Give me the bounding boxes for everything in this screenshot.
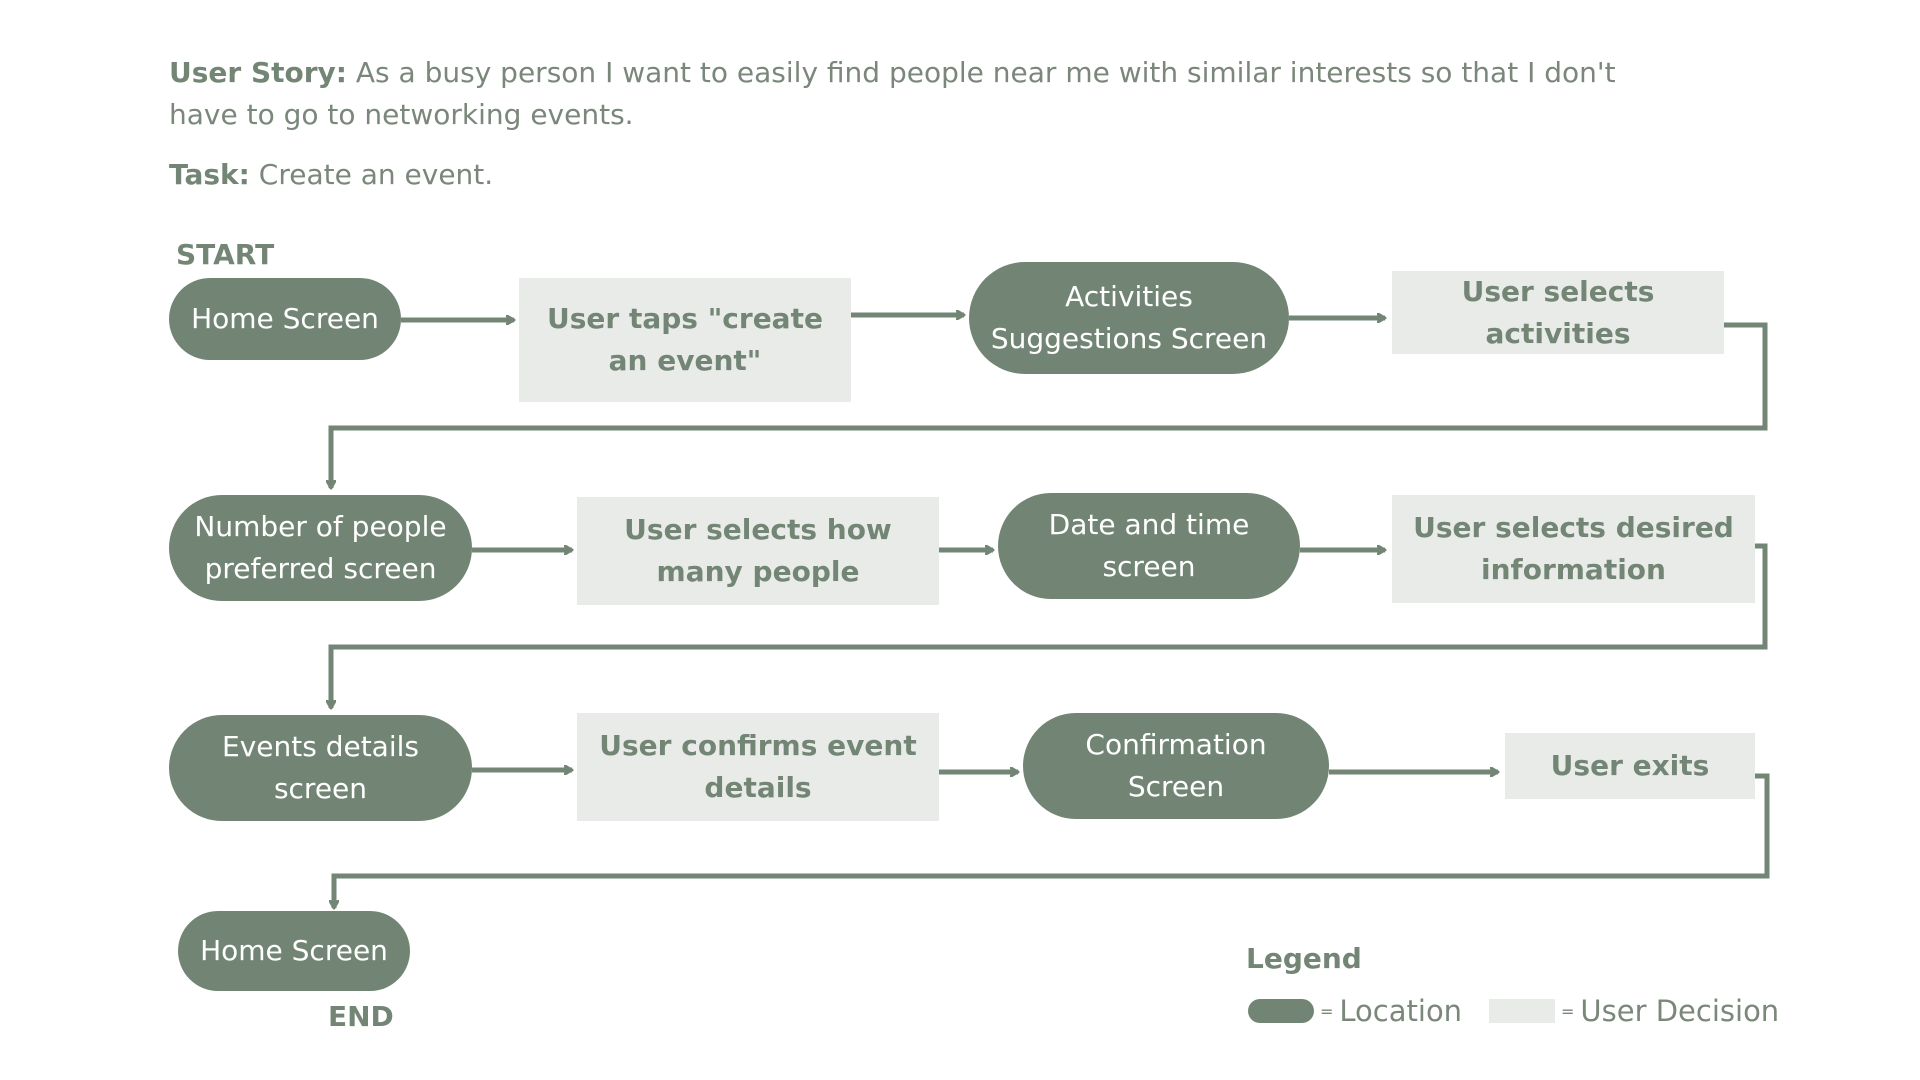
legend-equals: = bbox=[1561, 1001, 1575, 1021]
arrow-wrap-row3-to-end bbox=[334, 773, 1770, 908]
node-date-and-time-screen: Date and time screen bbox=[998, 493, 1300, 599]
legend-decision-swatch bbox=[1489, 999, 1555, 1023]
node-home-screen-start: Home Screen bbox=[169, 278, 401, 360]
arrow-wrap-row1-to-row2 bbox=[331, 322, 1768, 488]
node-activities-suggestions-screen: Activities Suggestions Screen bbox=[969, 262, 1289, 374]
node-confirmation-screen: Confirmation Screen bbox=[1023, 713, 1329, 819]
node-user-confirms-event-details: User confirms event details bbox=[577, 713, 939, 821]
task: Task: Create an event. bbox=[169, 154, 1669, 196]
legend-decision-label: User Decision bbox=[1580, 994, 1780, 1028]
end-marker: END bbox=[328, 1000, 394, 1033]
legend-equals: = bbox=[1320, 1001, 1334, 1021]
user-story: User Story: As a busy person I want to e… bbox=[169, 52, 1669, 136]
legend-location-swatch bbox=[1248, 999, 1314, 1023]
legend-decision: = User Decision bbox=[1489, 994, 1780, 1028]
node-user-selects-desired-information: User selects desired information bbox=[1392, 495, 1755, 603]
task-text: Create an event. bbox=[258, 158, 494, 191]
task-label: Task: bbox=[169, 158, 250, 191]
legend-location: = Location bbox=[1248, 994, 1463, 1028]
node-events-details-screen: Events details screen bbox=[169, 715, 472, 821]
node-number-of-people-screen: Number of people preferred screen bbox=[169, 495, 472, 601]
legend-title: Legend bbox=[1246, 942, 1362, 975]
node-user-selects-activities: User selects activities bbox=[1392, 271, 1724, 354]
legend-location-label: Location bbox=[1339, 994, 1463, 1028]
node-user-selects-how-many-people: User selects how many people bbox=[577, 497, 939, 605]
node-user-exits: User exits bbox=[1505, 733, 1755, 799]
user-story-label: User Story: bbox=[169, 56, 347, 89]
user-story-text: As a busy person I want to easily find p… bbox=[169, 56, 1616, 131]
node-home-screen-end: Home Screen bbox=[178, 911, 410, 991]
node-user-taps-create-event: User taps "create an event" bbox=[519, 278, 851, 402]
arrow-wrap-row2-to-row3 bbox=[331, 543, 1768, 708]
start-marker: START bbox=[176, 238, 275, 271]
